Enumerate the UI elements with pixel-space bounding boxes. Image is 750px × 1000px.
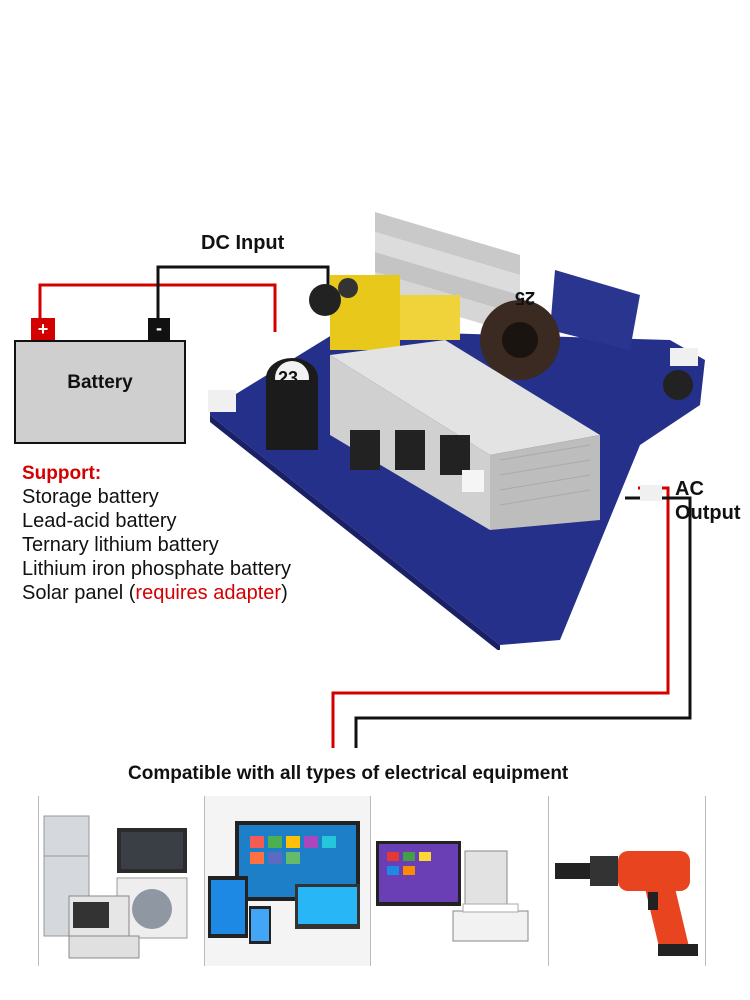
inverter-board-image: 25 23 xyxy=(208,212,705,650)
support-item-solar: Solar panel (requires adapter) xyxy=(22,581,291,605)
divider xyxy=(370,796,371,966)
desktop-printer-image xyxy=(373,796,538,966)
support-item: Lead-acid battery xyxy=(22,510,177,532)
divider xyxy=(548,796,549,966)
support-item: Ternary lithium battery xyxy=(22,534,219,556)
negative-terminal: - xyxy=(148,318,170,340)
solar-suffix: ) xyxy=(281,582,288,604)
ac-output-line2: Output xyxy=(675,502,741,524)
divider xyxy=(38,796,39,966)
battery-label: Battery xyxy=(67,372,133,393)
divider xyxy=(204,796,205,966)
support-list: Support: Storage battery Lead-acid batte… xyxy=(22,463,291,605)
support-item: Storage battery xyxy=(22,486,159,508)
dc-input-label: DC Input xyxy=(201,232,285,254)
black-dc-wire xyxy=(156,265,330,318)
power-drill-image xyxy=(550,796,705,966)
battery-body: Battery xyxy=(14,340,186,444)
battery-diagram: + - Battery xyxy=(14,318,186,444)
compatible-title: Compatible with all types of electrical … xyxy=(128,763,569,784)
solar-highlight: requires adapter xyxy=(135,582,282,604)
capacitor-label-25: 25 xyxy=(515,288,535,308)
daughter-board xyxy=(550,270,640,350)
ac-output-line1: AC xyxy=(675,478,704,500)
main-heatsink xyxy=(330,340,600,530)
ac-output-label: AC Output xyxy=(675,477,741,525)
home-appliances-image xyxy=(39,796,204,966)
solar-prefix: Solar panel ( xyxy=(22,582,136,604)
positive-terminal: + xyxy=(31,318,55,340)
positive-terminal-label: + xyxy=(37,319,49,339)
negative-terminal-label: - xyxy=(156,318,162,338)
support-item: Lithium iron phosphate battery xyxy=(22,558,292,580)
support-title: Support: xyxy=(22,463,102,484)
divider xyxy=(705,796,706,966)
computers-tablets-image xyxy=(205,796,370,966)
black-ac-wire xyxy=(354,496,692,748)
